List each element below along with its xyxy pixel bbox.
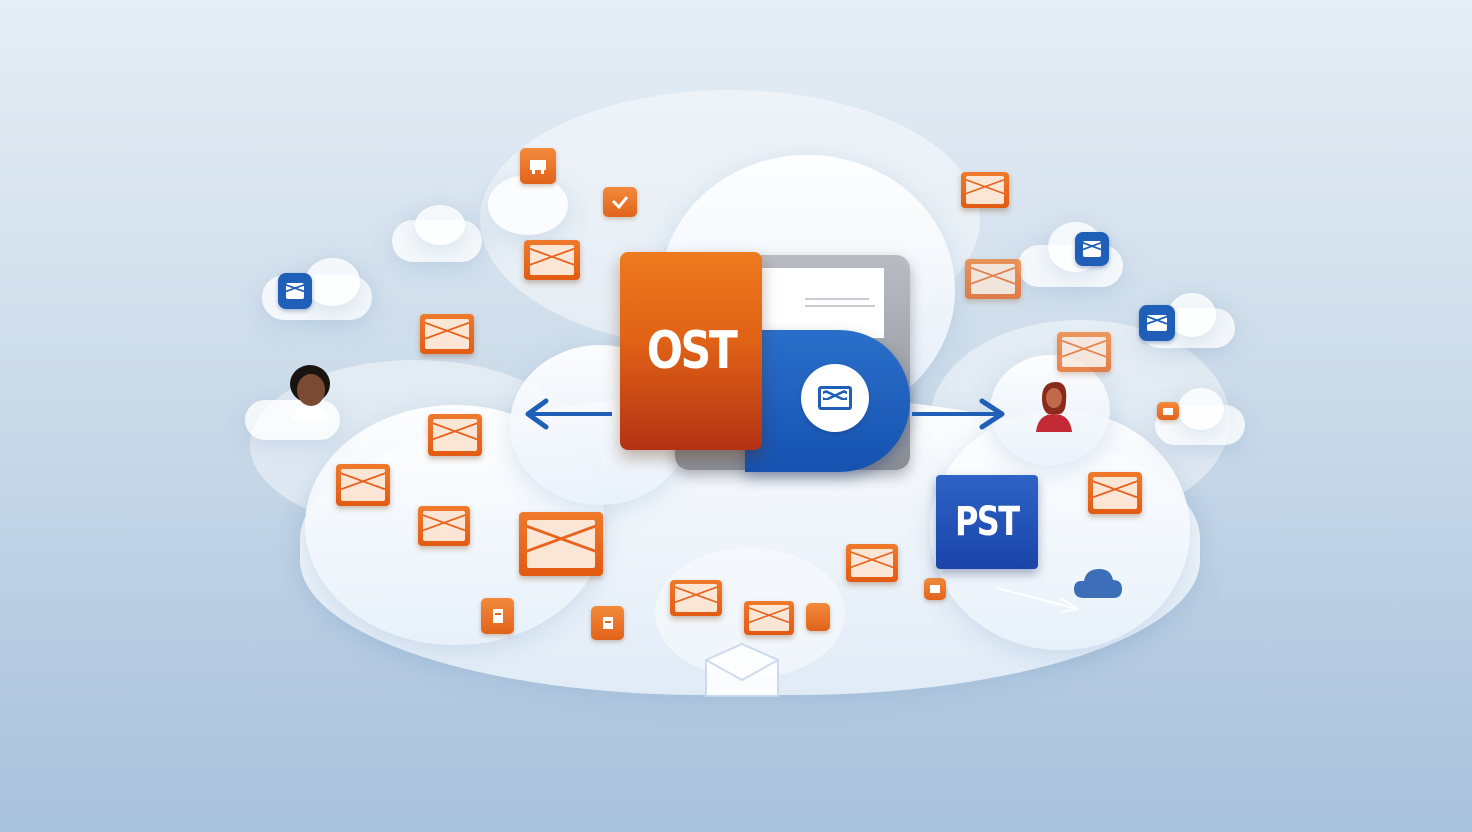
mail-icon [1075,232,1109,266]
small-cloud [305,258,360,306]
small-cloud [245,400,340,440]
envelope-icon [418,506,470,546]
mail-icon [1139,305,1175,341]
envelope-icon [1057,332,1111,372]
envelope-icon [744,601,794,635]
blue-cloud-icon [1072,564,1124,600]
arrow-right-icon [912,398,1005,430]
folder-icon [520,148,556,184]
mail-icon [801,364,869,432]
document-line [805,305,875,307]
envelope-icon [524,240,580,280]
document-icon [591,606,624,640]
ost-file-tile: OST [620,252,762,450]
envelope-icon [420,314,474,354]
small-cloud [1178,388,1224,430]
faded-envelope-icon [705,642,779,697]
envelope-icon [670,580,722,616]
pst-file-tile: PST [936,475,1038,569]
mail-icon [278,273,312,309]
square-icon [806,603,830,631]
checkmark-icon [603,187,637,217]
thin-arrow-icon [996,587,1080,613]
small-cloud [1168,293,1216,337]
envelope-icon [428,414,482,456]
pst-label: PST [955,499,1020,545]
small-cloud [488,175,568,235]
user-avatar-icon [1036,382,1072,432]
envelope-icon [1088,472,1142,514]
mini-envelope-icon [1157,402,1179,420]
envelope-icon [846,544,898,582]
document-paper [760,268,884,338]
user-avatar-icon [290,365,330,420]
envelope-icon [336,464,390,506]
envelope-icon [961,172,1009,208]
envelope-icon [965,259,1021,299]
envelope-icon [519,512,603,576]
arrow-left-icon [525,398,612,430]
ost-label: OST [646,321,738,381]
small-cloud [415,205,465,245]
mini-envelope-icon [924,578,946,600]
document-icon [481,598,514,634]
